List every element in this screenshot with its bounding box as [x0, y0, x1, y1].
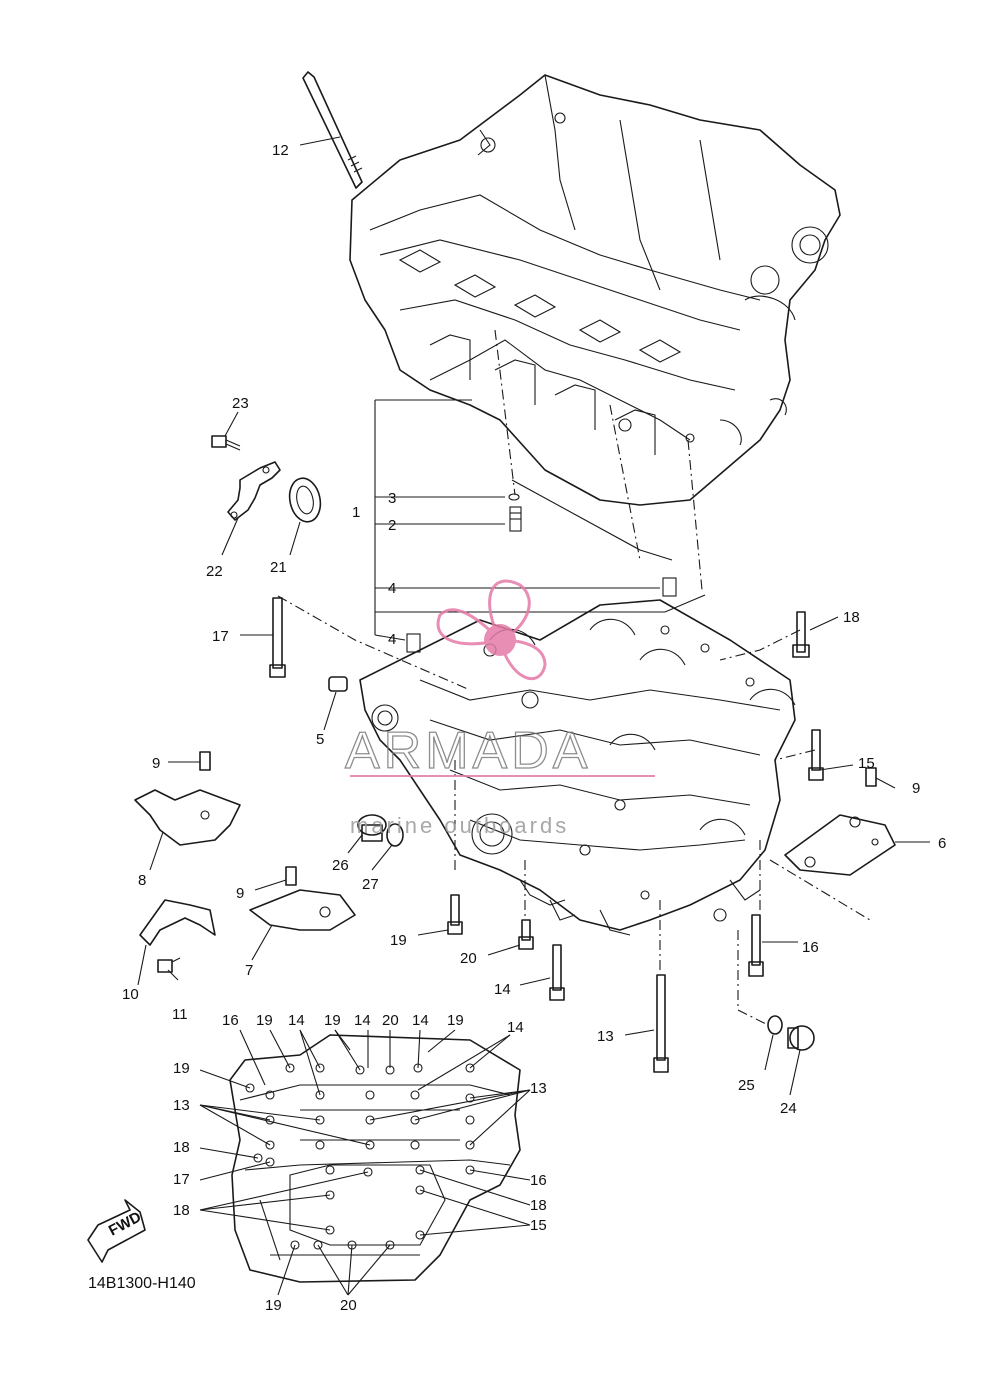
alignment-lines — [374, 329, 706, 641]
callout: 19 — [447, 1012, 464, 1029]
callout: 20 — [382, 1012, 399, 1029]
callout: 19 — [324, 1012, 341, 1029]
callout: 9 — [152, 755, 160, 772]
callout: 26 — [332, 857, 349, 874]
callout: 4 — [388, 631, 396, 648]
callout: 14 — [288, 1012, 305, 1029]
callout: 7 — [245, 962, 253, 979]
callout: 14 — [412, 1012, 429, 1029]
callout: 18 — [173, 1139, 190, 1156]
armada-watermark: ARMADA marine outboards — [344, 579, 655, 838]
callout: 27 — [362, 876, 379, 893]
callout: 14 — [507, 1019, 524, 1036]
callout: 11 — [172, 1006, 188, 1023]
lower-case-dash-lines — [277, 595, 871, 1026]
callout: 14 — [354, 1012, 371, 1029]
upper-crankcase — [349, 74, 841, 506]
callout: 13 — [530, 1080, 547, 1097]
callout: 19 — [256, 1012, 273, 1029]
plug-26-oring-27 — [357, 814, 404, 847]
diagram-code: 14B1300-H140 — [88, 1275, 196, 1292]
callout: 14 — [494, 981, 511, 998]
baffle-plate-8 — [134, 789, 241, 846]
callout: 18 — [843, 609, 860, 626]
callout: 9 — [912, 780, 920, 797]
callout: 16 — [802, 939, 819, 956]
callout: 10 — [122, 986, 139, 1003]
callout: 1 — [352, 504, 360, 521]
leader-lines — [137, 136, 930, 1296]
callout: 18 — [173, 1202, 190, 1219]
callout-numbers: 1 2 3 4 4 5 6 7 8 9 9 9 10 11 12 13 14 1… — [122, 142, 946, 1314]
baffle-plate-6 — [784, 814, 896, 876]
callout: 15 — [858, 755, 875, 772]
callout: 5 — [316, 731, 324, 748]
bolt-17 — [269, 597, 286, 678]
callout: 17 — [173, 1171, 190, 1188]
callout: 21 — [270, 559, 287, 576]
crankcase-bottom-view — [229, 1034, 521, 1283]
propeller-logo-icon — [436, 579, 547, 681]
callout: 13 — [597, 1028, 614, 1045]
callout: 24 — [780, 1100, 797, 1117]
callout: 3 — [388, 490, 396, 507]
callout: 12 — [272, 142, 289, 159]
callout: 6 — [938, 835, 946, 852]
callout: 16 — [222, 1012, 239, 1029]
callout: 19 — [265, 1297, 282, 1314]
callout: 20 — [460, 950, 477, 967]
callout: 4 — [388, 580, 396, 597]
callout: 22 — [206, 563, 223, 580]
callout: 8 — [138, 872, 146, 889]
drain-bolt-24-washer-25 — [767, 1015, 815, 1051]
callout: 2 — [388, 517, 396, 534]
callout: 17 — [212, 628, 229, 645]
callout: 18 — [530, 1197, 547, 1214]
watermark-brand: ARMADA — [345, 722, 591, 780]
watermark-tagline: marine outboards — [350, 813, 569, 838]
bolt-23-bracket-22 — [211, 435, 281, 521]
lower-bolts — [447, 729, 824, 1073]
screws-9 — [199, 751, 877, 886]
fwd-arrow-icon: FWD — [87, 1199, 146, 1263]
callout: 20 — [340, 1297, 357, 1314]
bracket-10-bolt-11 — [139, 899, 216, 973]
callout: 15 — [530, 1217, 547, 1234]
callout: 19 — [173, 1060, 190, 1077]
callout: 16 — [530, 1172, 547, 1189]
baffle-plate-7 — [249, 889, 356, 931]
callout: 23 — [232, 395, 249, 412]
stud-bolt-12 — [302, 71, 363, 189]
callout: 19 — [390, 932, 407, 949]
callout: 9 — [236, 885, 244, 902]
oil-jet-parts — [406, 493, 677, 653]
callout: 13 — [173, 1097, 190, 1114]
bottom-view-bolt-holes — [245, 1063, 475, 1250]
bolt-18 — [792, 611, 810, 658]
callout: 25 — [738, 1077, 755, 1094]
plug-5 — [328, 676, 348, 692]
oil-seal-21 — [288, 477, 322, 523]
